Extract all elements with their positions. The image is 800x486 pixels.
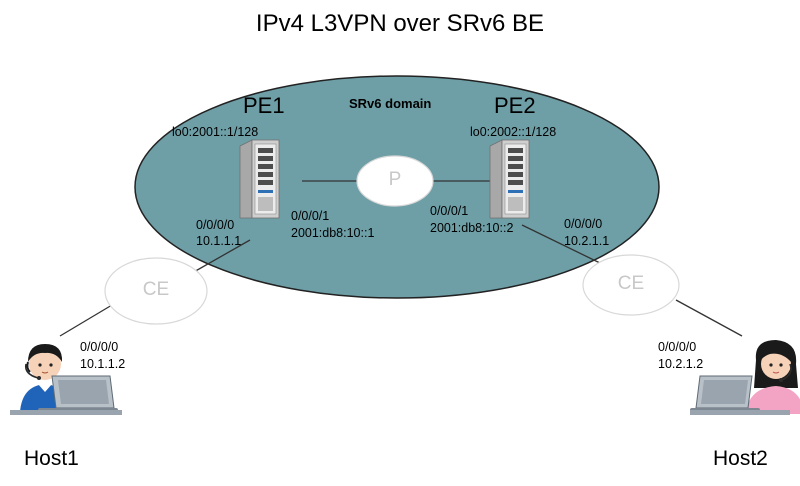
pe2-if-ce-ip: 10.2.1.1 (564, 234, 610, 248)
ce2-node (582, 254, 680, 316)
host1-ip: 10.1.1.2 (80, 357, 126, 371)
host2-ip: 10.2.1.2 (658, 357, 704, 371)
pe1-server-icon (239, 139, 280, 219)
pe1-if-ce: 0/0/0/0 (196, 218, 235, 232)
pe1-name: PE1 (243, 93, 285, 118)
pe2-if-ce: 0/0/0/0 (564, 217, 603, 231)
pe1-if-ce-ip: 10.1.1.1 (196, 234, 242, 248)
diagram-title: IPv4 L3VPN over SRv6 BE (255, 10, 545, 37)
host1-name: Host1 (24, 447, 79, 470)
pe1-loopback: lo0:2001::1/128 (172, 125, 259, 139)
pe2-name: PE2 (494, 93, 536, 118)
pe1-if-p-ip: 2001:db8:10::1 (291, 226, 375, 240)
host2-if: 0/0/0/0 (658, 340, 697, 354)
ce2-node-label: CE (617, 273, 645, 294)
links (59, 180, 743, 337)
host1-laptop-icon (38, 375, 118, 414)
link-pe2-ce2 (521, 224, 601, 264)
host2-name: Host2 (713, 447, 768, 470)
ce1-node (104, 257, 208, 325)
host1-desk (10, 410, 122, 415)
host2-desk (690, 410, 790, 415)
p-node (356, 155, 434, 207)
pe2-if-p: 0/0/0/1 (430, 204, 469, 218)
link-ce2-host2 (675, 299, 743, 337)
pe2-server-icon (489, 139, 530, 219)
ce1-node-label: CE (142, 279, 170, 300)
srv6-domain-label: SRv6 domain (349, 96, 432, 111)
pe2-loopback: lo0:2002::1/128 (470, 125, 557, 139)
pe1-if-p: 0/0/0/1 (291, 209, 330, 223)
p-node-label: P (388, 169, 402, 190)
host2-person-icon (746, 340, 800, 414)
pe2-if-p-ip: 2001:db8:10::2 (430, 221, 514, 235)
host2-laptop-icon (690, 375, 760, 414)
host1-if: 0/0/0/0 (80, 340, 119, 354)
link-ce1-host1 (59, 304, 113, 337)
